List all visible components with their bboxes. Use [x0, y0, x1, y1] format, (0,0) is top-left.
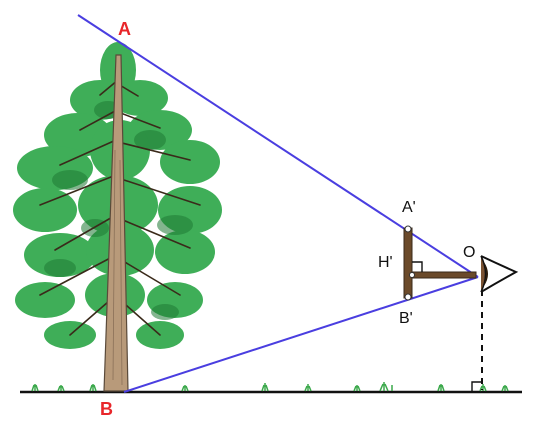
rod-arm [411, 271, 477, 279]
point-h-prime-label: H' [378, 254, 393, 271]
measuring-rod [403, 227, 413, 299]
sight-line-bottom [123, 276, 479, 393]
point-b-prime-label: B' [399, 310, 413, 327]
point-a-prime-marker [404, 225, 412, 233]
tree [13, 42, 222, 392]
point-a-label: A [118, 19, 131, 39]
point-a-prime-label: A' [402, 199, 416, 216]
point-o-label: O [463, 244, 476, 261]
point-b-prime-marker [404, 293, 412, 301]
point-h-prime-marker [409, 272, 415, 278]
point-b-label: B [100, 399, 113, 419]
grass-tufts [31, 382, 509, 392]
right-angle-icon [471, 381, 482, 392]
right-angle-icon [412, 261, 423, 272]
tree-branches [39, 79, 201, 336]
eye-icon [480, 255, 519, 293]
